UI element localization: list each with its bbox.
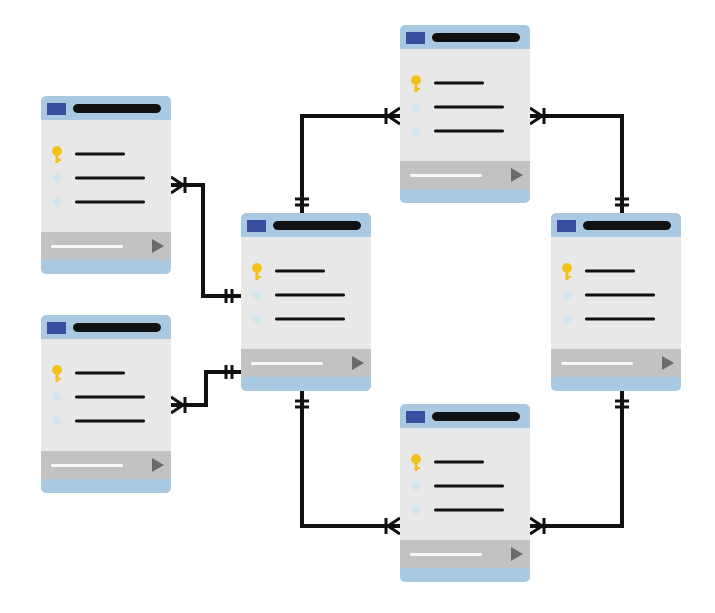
field-line — [434, 81, 484, 85]
connector-a-c — [169, 183, 243, 298]
crows-foot-marker — [384, 106, 401, 126]
field-line — [75, 176, 145, 180]
field-dot-icon — [411, 102, 421, 112]
field-line — [75, 395, 145, 399]
table-card-d[interactable] — [400, 25, 530, 203]
field-dot-icon — [252, 314, 262, 324]
one-only-marker — [295, 399, 309, 409]
field-line — [434, 105, 504, 109]
crows-foot-marker — [384, 516, 401, 536]
one-only-marker — [224, 365, 234, 379]
crows-foot-marker — [170, 395, 187, 415]
table-header-icon — [47, 103, 66, 115]
field-line — [434, 460, 484, 464]
table-card-a[interactable] — [41, 96, 171, 274]
play-icon[interactable] — [511, 168, 523, 182]
table-body — [41, 120, 171, 232]
table-card-c[interactable] — [241, 213, 371, 391]
field-dot-icon — [411, 481, 421, 491]
table-header-icon — [557, 220, 576, 232]
footer-line — [51, 464, 123, 467]
footer-line — [251, 362, 323, 365]
table-title-bar — [432, 33, 520, 42]
table-title-bar — [583, 221, 671, 230]
one-only-marker — [615, 197, 629, 207]
table-header-icon — [247, 220, 266, 232]
field-line — [585, 269, 635, 273]
footer-line — [410, 553, 482, 556]
field-line — [585, 293, 655, 297]
table-header-icon — [47, 322, 66, 334]
footer-line — [561, 362, 633, 365]
field-line — [434, 129, 504, 133]
play-icon[interactable] — [152, 458, 164, 472]
footer-line — [51, 245, 123, 248]
play-icon[interactable] — [152, 239, 164, 253]
one-only-marker — [295, 197, 309, 207]
field-line — [585, 317, 655, 321]
field-dot-icon — [411, 505, 421, 515]
field-dot-icon — [52, 197, 62, 207]
field-line — [75, 152, 125, 156]
field-dot-icon — [562, 314, 572, 324]
play-icon[interactable] — [352, 356, 364, 370]
field-dot-icon — [411, 126, 421, 136]
field-line — [75, 419, 145, 423]
crows-foot-marker — [529, 106, 546, 126]
connector-c-f — [300, 389, 402, 528]
field-line — [75, 200, 145, 204]
field-line — [75, 371, 125, 375]
field-line — [275, 317, 345, 321]
table-title-bar — [73, 104, 161, 113]
connector-d-e — [528, 114, 624, 215]
key-icon — [411, 75, 421, 92]
table-body — [241, 237, 371, 349]
table-card-e[interactable] — [551, 213, 681, 391]
key-icon — [252, 263, 262, 280]
key-icon — [411, 454, 421, 471]
field-dot-icon — [52, 173, 62, 183]
one-only-marker — [224, 289, 234, 303]
field-dot-icon — [562, 290, 572, 300]
connector-b-c — [169, 370, 243, 407]
table-body — [41, 339, 171, 451]
table-body — [551, 237, 681, 349]
connector-f-e — [528, 389, 624, 528]
play-icon[interactable] — [662, 356, 674, 370]
table-title-bar — [73, 323, 161, 332]
field-line — [275, 293, 345, 297]
table-header-icon — [406, 32, 425, 44]
field-line — [434, 484, 504, 488]
connector-layer — [169, 106, 629, 536]
table-body — [400, 428, 530, 540]
connector-c-d — [300, 114, 402, 215]
key-icon — [52, 146, 62, 163]
table-title-bar — [273, 221, 361, 230]
play-icon[interactable] — [511, 547, 523, 561]
field-dot-icon — [252, 290, 262, 300]
field-dot-icon — [52, 392, 62, 402]
field-line — [275, 269, 325, 273]
key-icon — [52, 365, 62, 382]
table-layer — [41, 25, 681, 582]
table-card-b[interactable] — [41, 315, 171, 493]
table-title-bar — [432, 412, 520, 421]
table-card-f[interactable] — [400, 404, 530, 582]
table-header-icon — [406, 411, 425, 423]
footer-line — [410, 174, 482, 177]
field-dot-icon — [52, 416, 62, 426]
crows-foot-marker — [529, 516, 546, 536]
crows-foot-marker — [170, 175, 187, 195]
one-only-marker — [615, 399, 629, 409]
table-body — [400, 49, 530, 161]
field-line — [434, 508, 504, 512]
key-icon — [562, 263, 572, 280]
